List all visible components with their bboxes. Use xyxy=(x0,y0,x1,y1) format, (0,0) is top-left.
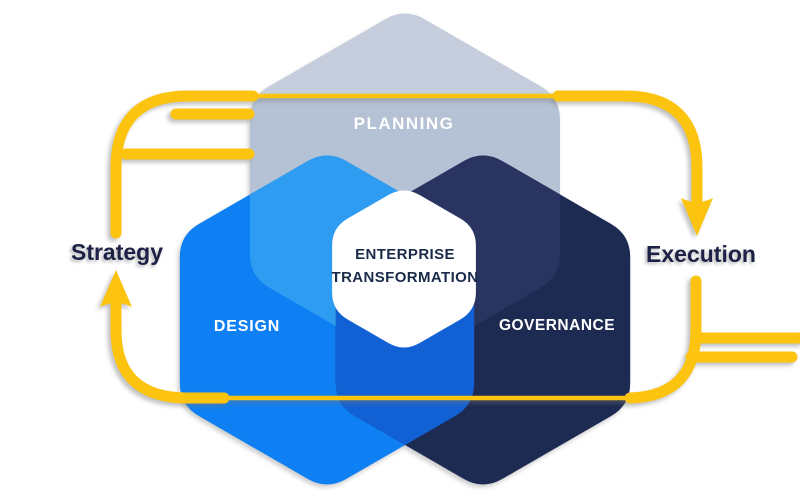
cycle-path-group xyxy=(100,90,800,404)
governance-label: GOVERNANCE xyxy=(498,317,616,334)
strategy-label: Strategy xyxy=(70,239,164,265)
planning-hexagon-top-cap xyxy=(250,13,560,96)
center-title: ENTERPRISE TRANSFORMATION xyxy=(332,243,479,289)
design-label: DESIGN xyxy=(213,318,281,335)
cycle-bottom-right-arc xyxy=(624,275,702,404)
cycle-top-left-arc xyxy=(110,90,259,239)
execution-label: Execution xyxy=(646,241,756,267)
planning-label: PLANNING xyxy=(353,114,455,133)
center-title-line2: TRANSFORMATION xyxy=(331,269,479,286)
hexagon-group xyxy=(179,13,631,485)
arrowhead-up-icon xyxy=(100,270,132,307)
cycle-bottom-left-arc xyxy=(110,297,230,404)
cycle-top-right-arc xyxy=(552,90,703,205)
center-hexagon xyxy=(332,190,476,348)
arrowhead-down-icon xyxy=(681,198,713,236)
center-title-line1: ENTERPRISE xyxy=(355,246,455,263)
